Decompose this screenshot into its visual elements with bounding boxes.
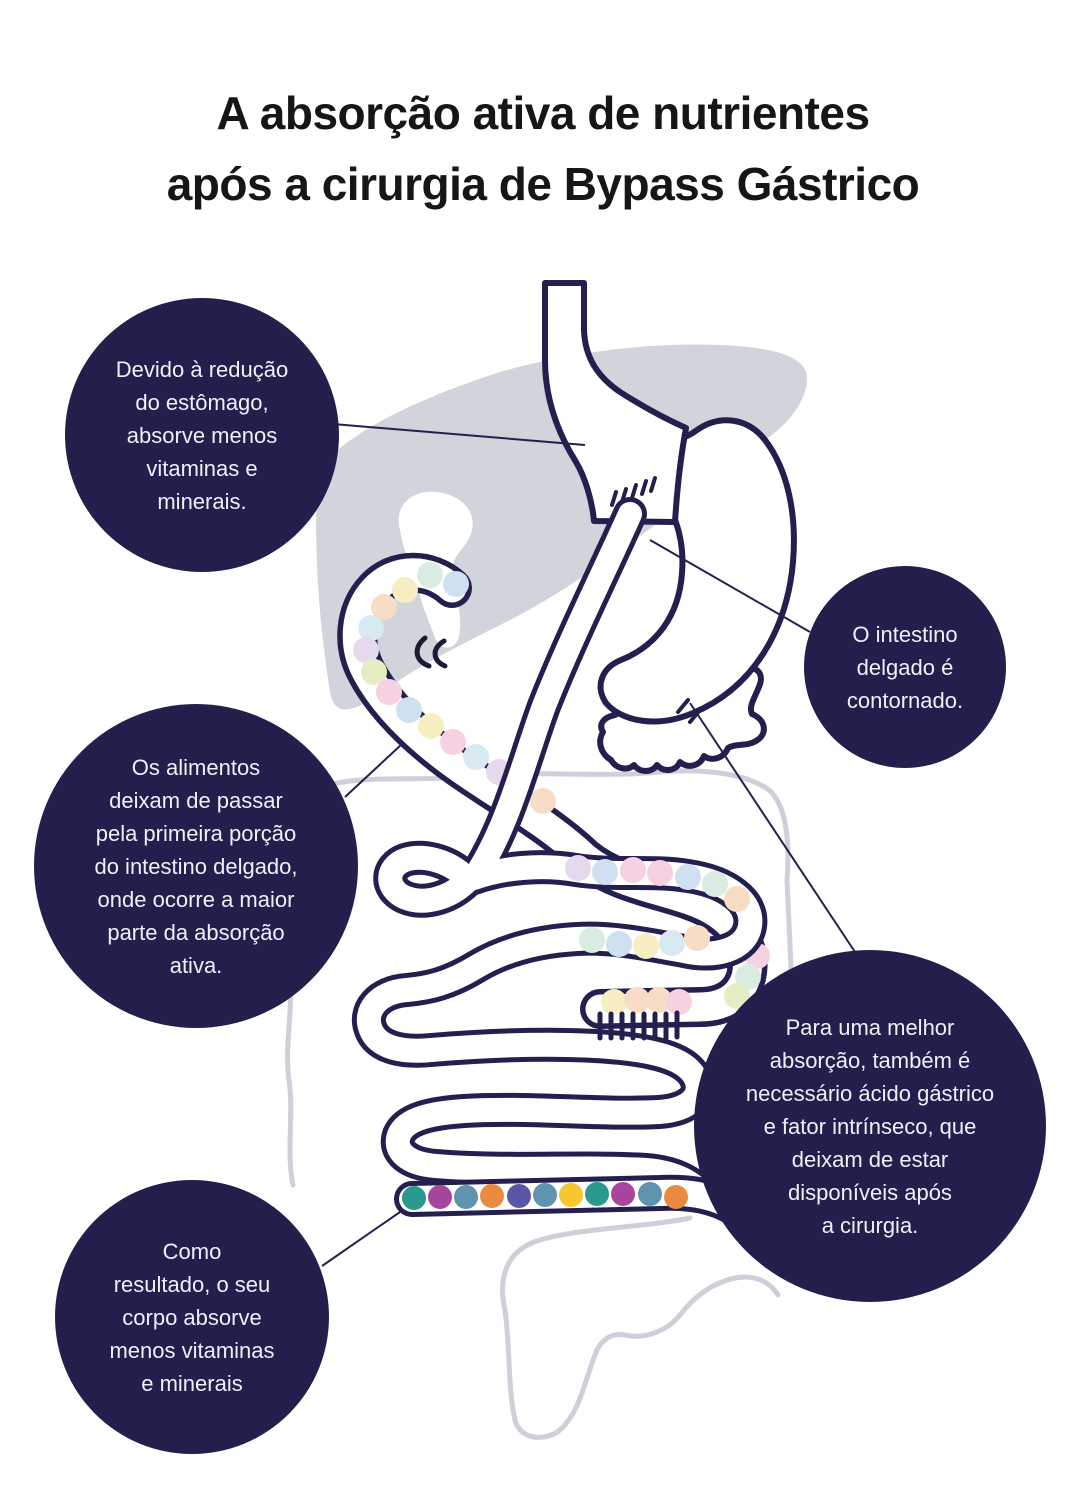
nutrient-dot [620, 857, 646, 883]
callout-food-bypass-text: Os alimentos deixam de passar pela prime… [94, 754, 298, 978]
nutrient-dot [666, 989, 692, 1015]
nutrient-dot [428, 1185, 452, 1209]
nutrient-dot [402, 1186, 426, 1210]
nutrient-dot [684, 925, 710, 951]
nutrient-dot [533, 1183, 557, 1207]
nutrient-dot [702, 871, 728, 897]
callout-result: Como resultado, o seu corpo absorve meno… [55, 1180, 329, 1454]
nutrient-dot [585, 1182, 609, 1206]
callout-food-bypass: Os alimentos deixam de passar pela prime… [34, 704, 358, 1028]
connector-gastric-acid [689, 702, 856, 953]
nutrient-dot [659, 930, 685, 956]
callout-bypassed-intestine-text: O intestino delgado é contornado. [846, 621, 964, 713]
nutrient-dot [646, 987, 672, 1013]
nutrient-dot [735, 964, 761, 990]
nutrient-dot [443, 571, 469, 597]
connector-bypassed-intestine [649, 539, 811, 633]
nutrient-dot [480, 1184, 504, 1208]
nutrient-dot [638, 1182, 662, 1206]
nutrient-dot [611, 1182, 635, 1206]
nutrient-dot [664, 1185, 688, 1209]
connector-result [321, 1211, 401, 1267]
nutrient-dot [361, 659, 387, 685]
page-title-line2: após a cirurgia de Bypass Gástrico [166, 158, 920, 210]
callout-connector-lines [321, 423, 856, 1267]
nutrient-dot [353, 637, 379, 663]
nutrient-dot [606, 931, 632, 957]
nutrient-dot [454, 1185, 478, 1209]
callout-bypassed-intestine: O intestino delgado é contornado. [804, 566, 1006, 768]
callout-result-text: Como resultado, o seu corpo absorve meno… [109, 1238, 275, 1396]
nutrient-dot [463, 744, 489, 770]
nutrient-dot [358, 615, 384, 641]
nutrient-dot [559, 1183, 583, 1207]
nutrient-dot [675, 864, 701, 890]
nutrient-dot [371, 594, 397, 620]
nutrient-dot [440, 729, 466, 755]
nutrient-dot [624, 987, 650, 1013]
nutrient-dot [592, 859, 618, 885]
connector-stomach-reduction [332, 423, 586, 446]
nutrient-dot [376, 679, 402, 705]
nutrient-dot [417, 562, 443, 588]
nutrient-dot [418, 713, 444, 739]
connector-food-bypass [344, 743, 403, 798]
callout-gastric-acid: Para uma melhor absorção, também é neces… [694, 950, 1046, 1302]
page-title: A absorção ativa de nutrientes após a ci… [0, 78, 1086, 220]
nutrient-dot [601, 989, 627, 1015]
nutrient-dot [530, 788, 556, 814]
callout-stomach-reduction: Devido à redução do estômago, absorve me… [65, 298, 339, 572]
duodenum-cut-marks [676, 698, 702, 724]
nutrient-dot [565, 855, 591, 881]
small-intestine-tube [351, 497, 768, 1211]
nutrient-dot [392, 577, 418, 603]
nutrient-dot [396, 697, 422, 723]
bile-duct-curl-icon [414, 635, 448, 669]
absorption-dots-bright [402, 1182, 688, 1210]
nutrient-dots-serpentine [565, 855, 750, 1015]
nutrient-dot [579, 927, 605, 953]
intestine-staple-line [597, 1010, 680, 1041]
callout-stomach-reduction-text: Devido à redução do estômago, absorve me… [115, 356, 289, 514]
nutrient-dot [507, 1184, 531, 1208]
nutrient-dot [633, 933, 659, 959]
nutrient-dot [724, 886, 750, 912]
callout-gastric-acid-text: Para uma melhor absorção, também é neces… [745, 1014, 995, 1238]
nutrient-dot [647, 860, 673, 886]
page-title-line1: A absorção ativa de nutrientes [216, 87, 870, 139]
